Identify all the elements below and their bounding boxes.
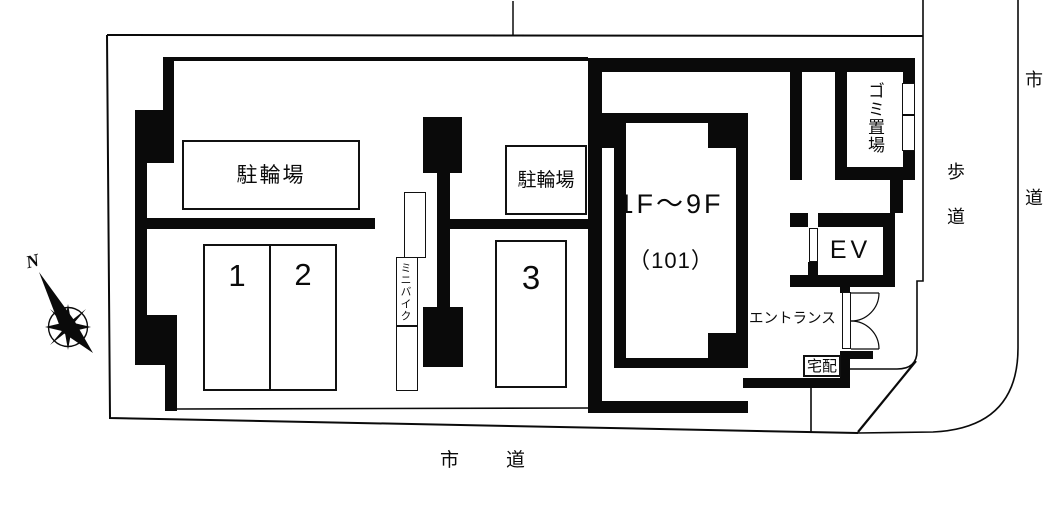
parking-divider-wall-right <box>450 219 600 229</box>
entrance-door-sill <box>841 351 873 359</box>
minibike-box-bottom <box>396 326 418 391</box>
unit-pillar-top-right <box>708 113 748 148</box>
minibike-box-top <box>404 192 426 258</box>
entrance-wall-right-upper-stub <box>840 287 850 293</box>
parking-bottom-line <box>176 407 591 410</box>
garbage-wall-bottom <box>835 167 915 180</box>
garbage-wall-right-lower <box>903 151 915 180</box>
parking-space-3-label: 3 <box>521 258 541 296</box>
left-wall-pillar-lower <box>135 315 177 365</box>
parking-space-1-box <box>203 244 271 391</box>
city-road-right-label: 市道 <box>1023 70 1043 306</box>
left-wall-pillar-upper <box>135 110 174 163</box>
building-wall-bottom <box>588 401 748 413</box>
site-boundary-left-bottom <box>106 34 859 434</box>
entrance-wall-right-lower <box>840 351 850 388</box>
garbage-wall-right-upper <box>903 70 915 83</box>
garbage-window <box>902 83 915 151</box>
delivery-box-label: 宅配 <box>806 357 837 375</box>
elevator-label: EV <box>829 235 872 264</box>
garbage-area-label: ゴミ置場 <box>865 82 884 154</box>
parking-divider-wall-left <box>147 218 375 229</box>
sidewalk-outer-line <box>857 0 1019 434</box>
unit-pillar-top-left <box>588 113 626 148</box>
ev-wall-left-lower <box>808 262 818 287</box>
parking-space-3-box <box>495 240 567 388</box>
delivery-box <box>803 355 841 377</box>
left-wall-middle <box>135 163 147 315</box>
left-wall-upper <box>163 57 174 110</box>
city-road-bottom-label: 市道 <box>440 450 573 471</box>
ev-hall-door-leaf <box>809 228 818 262</box>
unit-pillar-bottom-right <box>708 333 748 368</box>
center-wall-vertical <box>437 173 450 307</box>
fence-top-wall <box>163 57 588 61</box>
entrance-door-leaf <box>842 292 851 349</box>
parking-space-2-box <box>269 244 337 391</box>
unit-wall-top <box>624 113 710 123</box>
minibike-box-middle <box>396 257 418 326</box>
entrance-wall-bottom <box>743 378 850 388</box>
unit-number-label: （101） <box>628 248 714 273</box>
minibike-label: ミニバイク <box>399 262 411 322</box>
sidewalk-inner-line <box>850 0 924 370</box>
parking-space-1-label: 1 <box>228 257 246 293</box>
ev-wall-top <box>818 213 890 227</box>
bicycle-parking-left-label: 駐輪場 <box>236 163 306 187</box>
building-wall-top <box>588 58 915 72</box>
site-boundary-top <box>106 34 924 37</box>
ev-wall-right <box>883 213 895 287</box>
sidewalk-right-label: 歩道 <box>945 162 965 252</box>
garbage-ev-connector-wall <box>890 180 903 213</box>
bicycle-parking-right-box <box>505 145 587 215</box>
garbage-wall-left <box>835 70 847 180</box>
ev-wall-bottom <box>790 275 895 287</box>
bicycle-parking-right-label: 駐輪場 <box>517 169 575 191</box>
entrance-label: エントランス <box>749 311 836 327</box>
left-wall-lower <box>165 365 177 411</box>
unit-wall-bottom <box>614 358 710 368</box>
parking-space-2-label: 2 <box>294 256 312 292</box>
center-pillar-bottom <box>423 307 463 367</box>
corridor-wall <box>790 63 802 180</box>
ev-wall-top-stub <box>790 213 808 227</box>
garbage-window-divider <box>902 114 915 116</box>
site-boundary-corner-cut <box>857 360 917 433</box>
entrance-door-swing <box>850 292 880 350</box>
compass-rose <box>39 272 93 353</box>
building-wall-left <box>588 58 602 413</box>
unit-wall-right <box>736 148 748 335</box>
unit-wall-left <box>614 148 626 360</box>
center-pillar-top <box>423 117 462 173</box>
bicycle-parking-left-box <box>182 140 360 210</box>
building-floors-label: 1F～9F <box>618 188 724 219</box>
